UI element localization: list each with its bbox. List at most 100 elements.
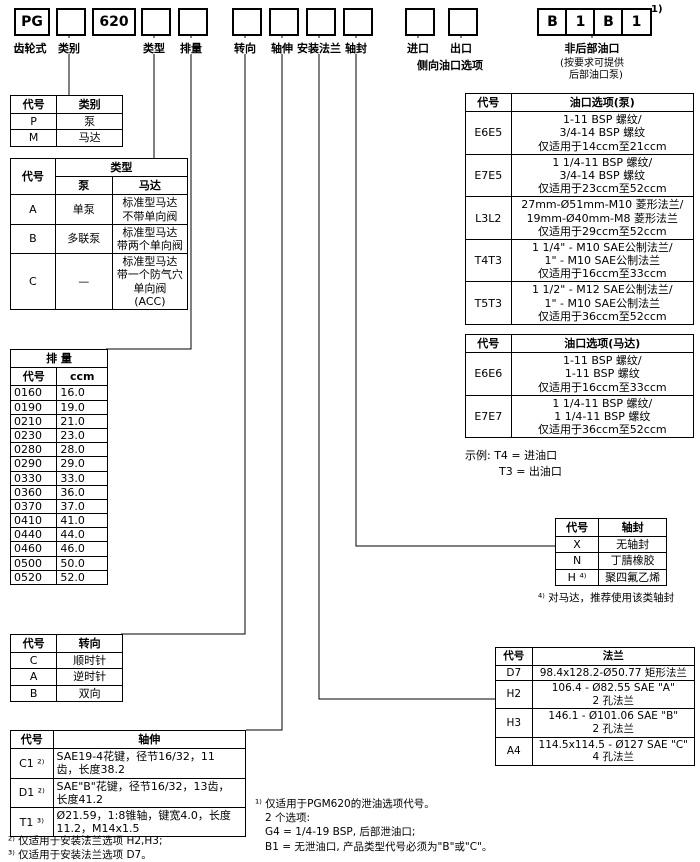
cell: 逆时针 <box>56 668 123 686</box>
code-box-port-option-4: 1 <box>621 8 652 36</box>
header-cell: 代号 <box>10 729 54 750</box>
cell: 28.0 <box>56 442 108 458</box>
footnote-1-line-4: B1 = 无泄油口, 产品类型代号必须为"B"或"C"。 <box>265 840 493 853</box>
cell: 0160 <box>9 385 58 401</box>
cell: Ø21.59，1:8锥轴，键宽4.0，长度 11.2，M14x1.5 <box>52 806 247 838</box>
cell: 丁腈橡胶 <box>598 552 667 570</box>
cell: 1-11 BSP 螺纹/ 3/4-14 BSP 螺纹 仅适用于14ccm至21c… <box>510 111 695 155</box>
header-cell: 代号 <box>10 157 56 196</box>
cell: C <box>10 253 56 310</box>
cell: 37.0 <box>56 498 108 515</box>
cell: 双向 <box>56 684 123 702</box>
cell: E6E5 <box>465 111 512 155</box>
cell: 114.5x114.5 - Ø127 SAE "C" 4 孔法兰 <box>531 736 696 766</box>
footnote-1-line-2: 2 个选项: <box>265 812 311 825</box>
header-cell: 代号 <box>9 633 58 654</box>
cell: 0330 <box>9 470 58 486</box>
cell: SAE"B"花键，径节16/32，13齿， 长度41.2 <box>52 777 247 808</box>
table-row: H ⁴⁾聚四氟乙烯 <box>554 568 667 586</box>
cell: 146.1 - Ø101.06 SAE "B" 2 孔法兰 <box>531 708 696 738</box>
cell: — <box>54 253 113 310</box>
cell: 33.0 <box>56 470 108 486</box>
connector-flange <box>318 54 497 700</box>
cell: 36.0 <box>56 484 108 500</box>
header-cell: 法兰 <box>531 647 696 666</box>
cell: 41.0 <box>56 513 108 529</box>
cell: A4 <box>495 736 533 766</box>
label-displacement: 排量 <box>180 42 202 55</box>
cell: T1 ³⁾ <box>10 806 54 838</box>
cell: 50.0 <box>56 555 108 571</box>
cell: 0290 <box>9 456 58 472</box>
connector-shaft <box>246 54 283 731</box>
header-cell: 转向 <box>56 633 123 654</box>
header-row: 代号法兰 <box>495 647 696 666</box>
connector-rotation <box>121 54 246 635</box>
cell: 0500 <box>9 555 58 571</box>
cell: 1 1/4" - M10 SAE公制法兰/ 1" - M10 SAE公制法兰 仅… <box>510 238 695 283</box>
cell: 98.4x128.2-Ø50.77 矩形法兰 <box>531 664 696 682</box>
code-box-category <box>56 8 86 36</box>
cell: T5T3 <box>465 281 512 325</box>
cell: 16.0 <box>56 385 108 401</box>
table-row: D1 ²⁾SAE"B"花键，径节16/32，13齿， 长度41.2 <box>10 777 247 808</box>
label-side-port-option: 侧向油口选项 <box>417 59 483 72</box>
header-row: 代号油口选项(马达) <box>465 333 695 354</box>
header-row: 代号类别 <box>9 94 123 115</box>
cell: 106.4 - Ø82.55 SAE "A" 2 孔法兰 <box>531 680 696 710</box>
cell: 0460 <box>9 541 58 557</box>
cell: N <box>554 552 600 570</box>
header-cell: ccm <box>56 367 108 387</box>
cell: 0280 <box>9 442 58 458</box>
header-row: 代号类型 <box>10 157 189 196</box>
cell: C1 ²⁾ <box>10 748 54 779</box>
cell: 52.0 <box>56 569 108 586</box>
cell: 27mm-Ø51mm-M10 菱形法兰/ 19mm-Ø40mm-M8 菱形法兰 … <box>510 196 695 240</box>
cell: H3 <box>495 708 533 738</box>
port-example-line-2: T3 = 出油口 <box>499 465 562 479</box>
footnote-1-marker: 1) <box>651 4 663 15</box>
cell: H2 <box>495 680 533 710</box>
header-cell: 马达 <box>111 176 189 196</box>
cell: 顺时针 <box>56 652 123 670</box>
footnote-1-block: ¹⁾ 仅适用于PGM620的泄油选项代号。 2 个选项: G4 = 1/4-19… <box>255 797 492 854</box>
code-box-port-option-2: 1 <box>565 8 596 36</box>
header-cell: 轴封 <box>598 517 667 538</box>
label-shaft: 轴伸 <box>271 42 293 55</box>
cell: 0370 <box>9 498 58 515</box>
header-row: 代号轴封 <box>554 517 667 538</box>
cell: B <box>10 223 56 255</box>
header-cell: 代号 <box>9 94 58 115</box>
cell: E7E7 <box>465 394 512 439</box>
label-category: 类别 <box>58 42 80 55</box>
label-shaft-seal: 轴封 <box>345 42 367 55</box>
header-cell: 代号 <box>495 647 533 666</box>
cell: 44.0 <box>56 527 108 543</box>
